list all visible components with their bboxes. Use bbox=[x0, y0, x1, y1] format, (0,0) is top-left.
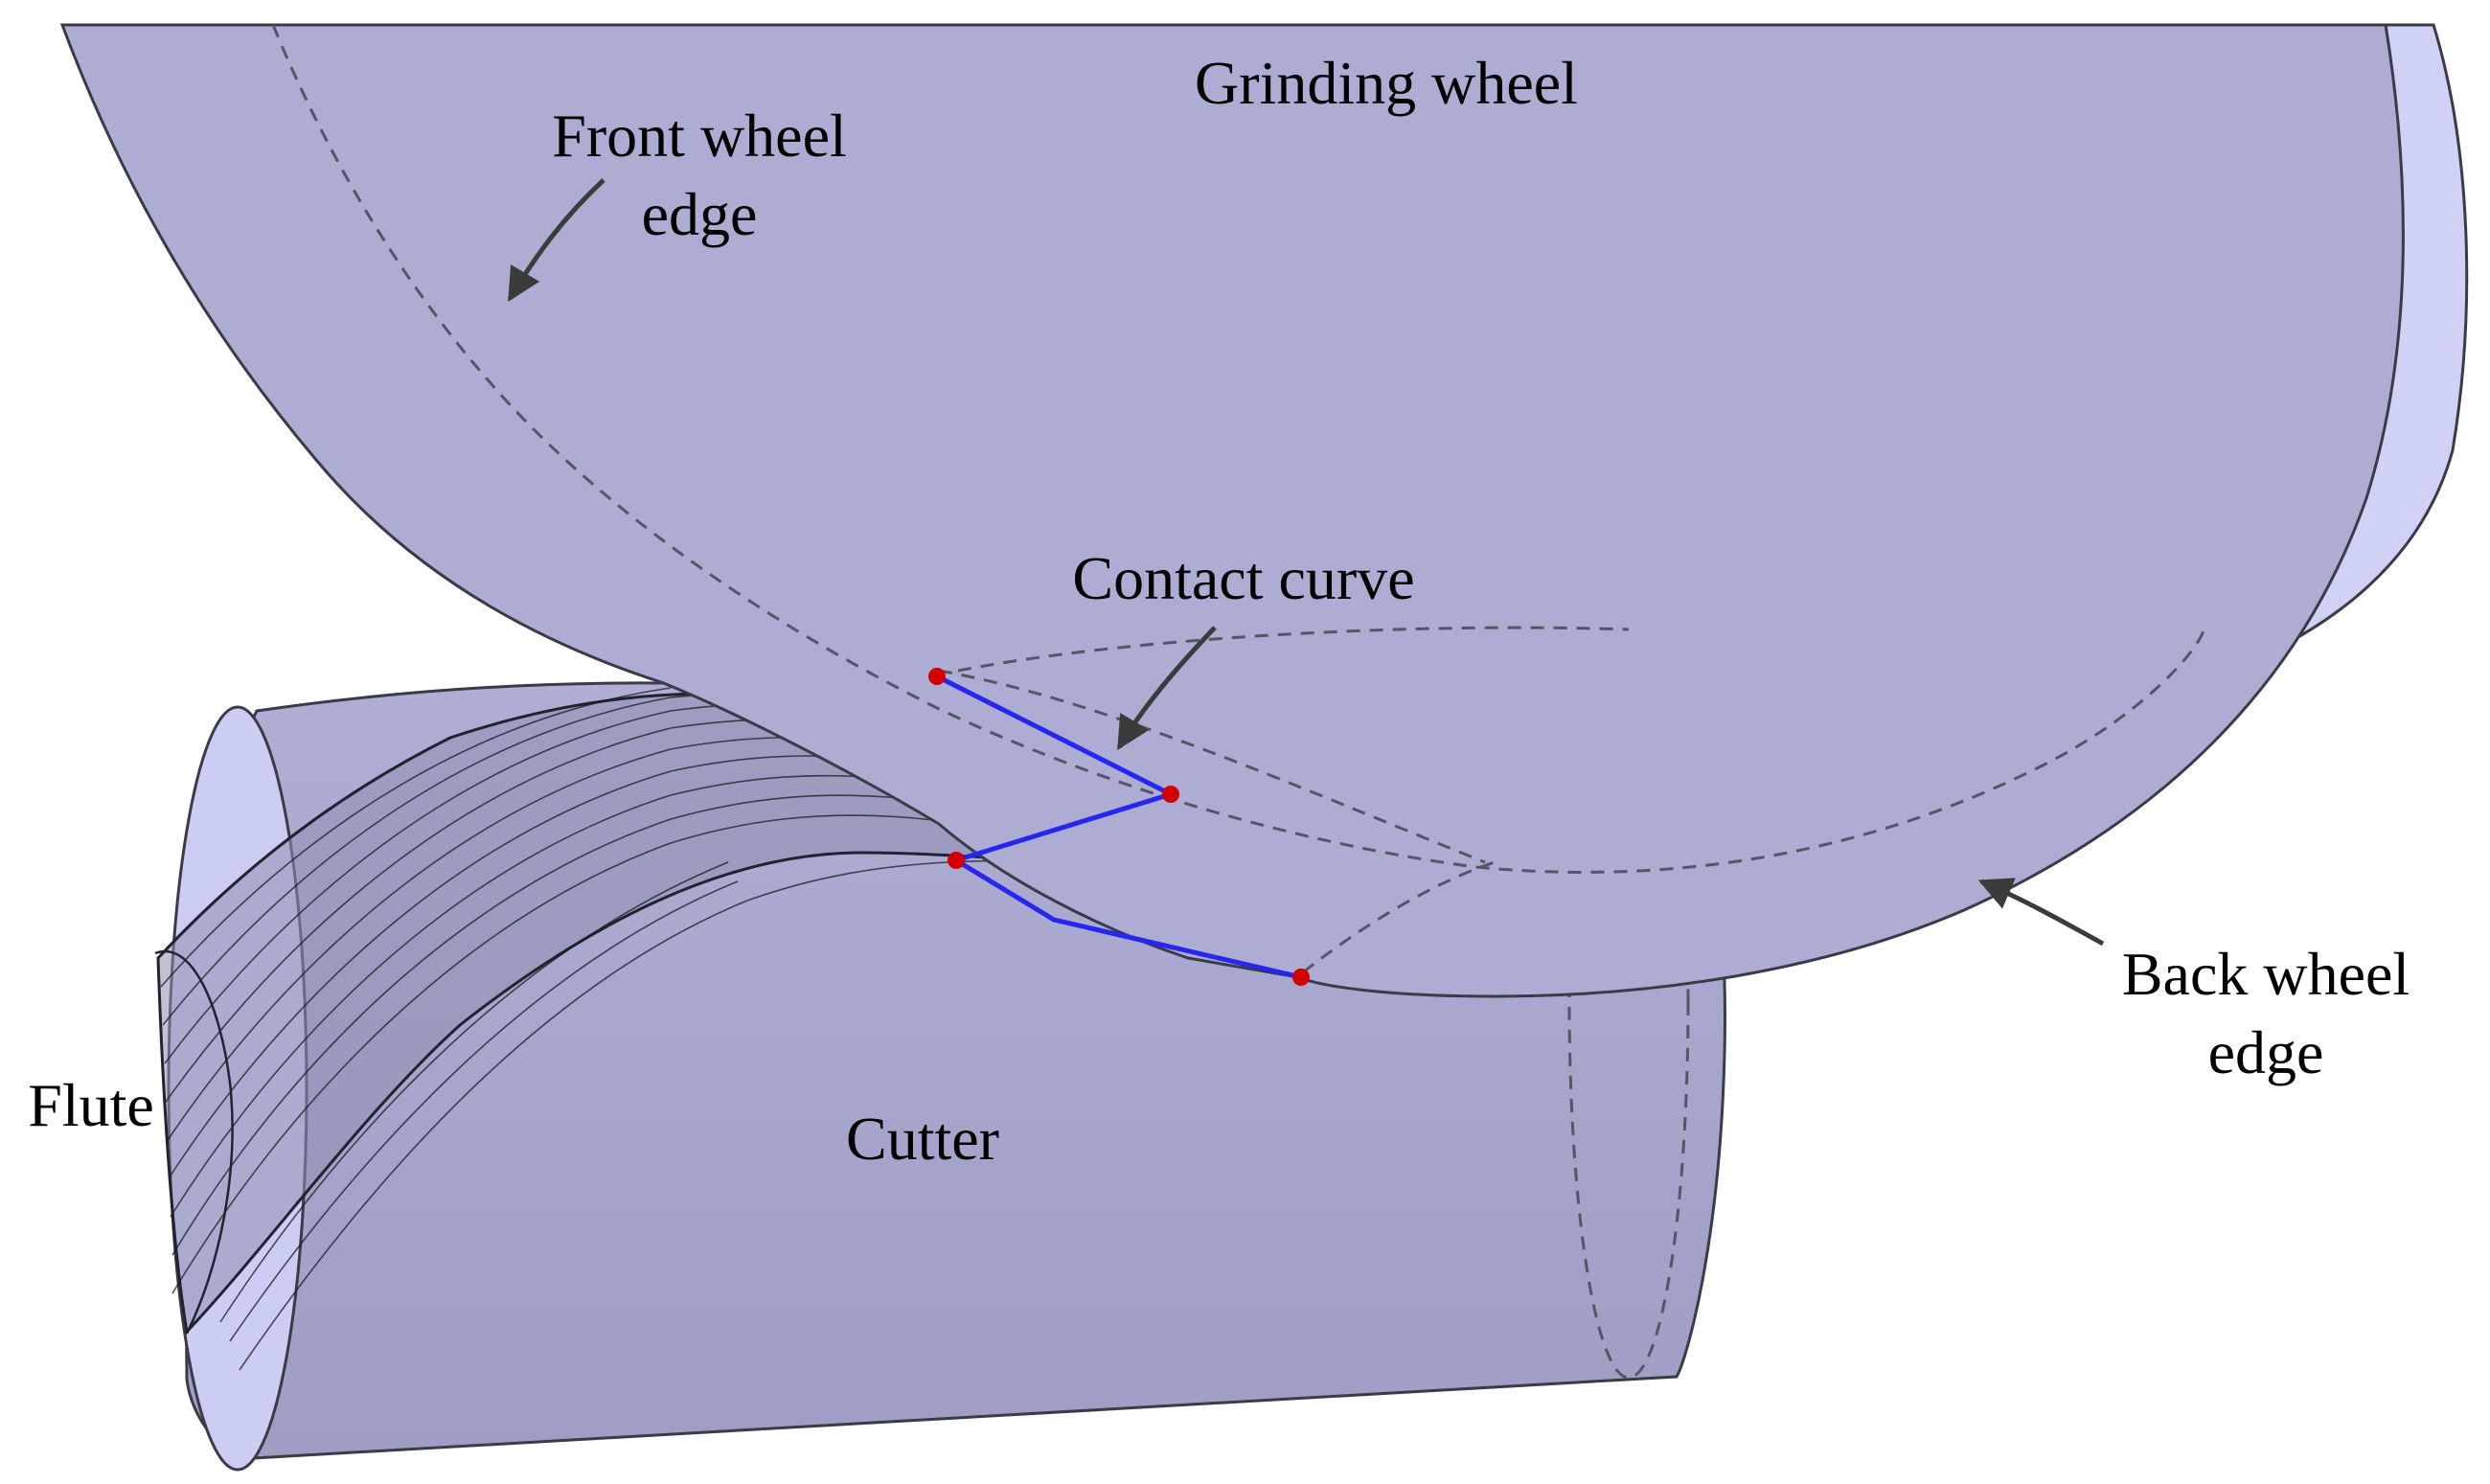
contact-curve-label: Contact curve bbox=[1072, 544, 1414, 612]
front-wheel-edge-dashed bbox=[271, 24, 2206, 874]
grinding-wheel bbox=[59, 23, 2469, 998]
contact-point-4 bbox=[1292, 969, 1310, 986]
contact-curve bbox=[928, 668, 1310, 986]
contact-point-3 bbox=[948, 852, 965, 869]
front-wheel-edge-arrow bbox=[507, 178, 605, 303]
front-wheel-edge-label-line1: Front wheel bbox=[552, 102, 847, 170]
back-wheel-edge-label-line2: edge bbox=[2208, 1018, 2324, 1086]
flute-label: Flute bbox=[28, 1071, 154, 1139]
cutter-hidden-top bbox=[957, 626, 1630, 673]
front-wheel-edge-label-line2: edge bbox=[642, 180, 758, 248]
contact-point-2 bbox=[1162, 786, 1179, 803]
cutter-label: Cutter bbox=[846, 1105, 999, 1173]
back-wheel-edge-label-line1: Back wheel bbox=[2122, 940, 2410, 1008]
cutter-hidden-lower bbox=[1302, 860, 1496, 974]
contact-curve-arrow bbox=[1116, 626, 1217, 751]
cutter-hidden-arc bbox=[938, 669, 1486, 864]
back-wheel-edge-arrow bbox=[1977, 878, 2105, 947]
flute-end-profile bbox=[154, 949, 234, 1335]
cutter-back-end bbox=[1567, 625, 1690, 1380]
contact-point-1 bbox=[928, 668, 946, 685]
grinding-wheel-label: Grinding wheel bbox=[1195, 49, 1578, 117]
